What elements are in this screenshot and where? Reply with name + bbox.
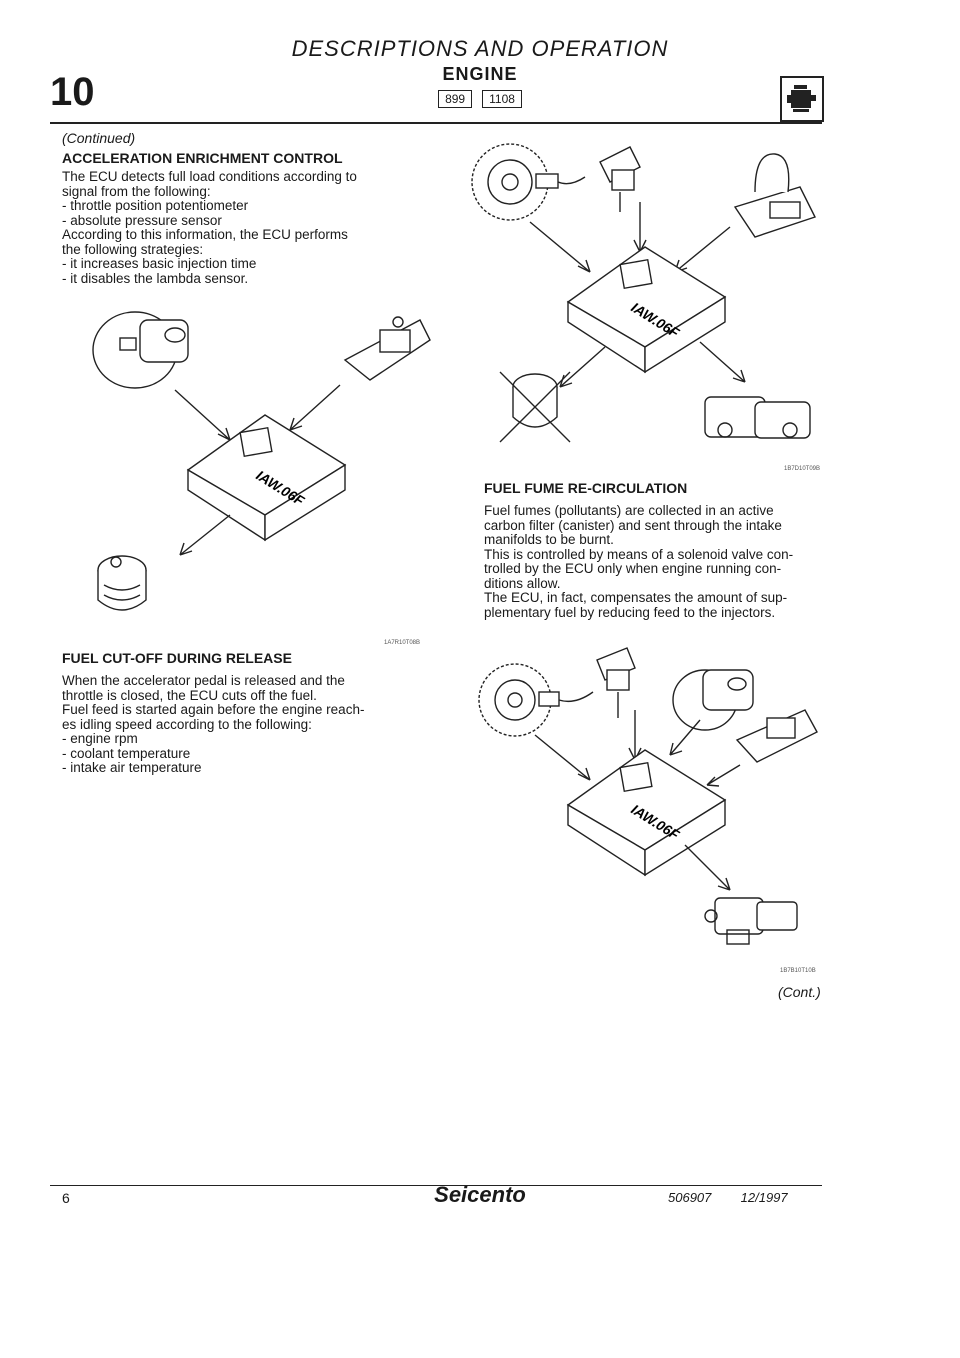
ecu-icon: IAW.06F	[186, 414, 347, 542]
acceleration-text: The ECU detects full load conditions acc…	[62, 169, 357, 286]
doc-date: 12/1997	[740, 1190, 788, 1205]
arrow-icon	[669, 719, 701, 756]
arrow-icon	[628, 710, 642, 761]
text-line: - absolute pressure sensor	[62, 212, 222, 228]
figure-code: 1A7R10T08B	[384, 640, 421, 646]
text-line: carbon filter (canister) and sent throug…	[484, 517, 782, 533]
continued-label: (Continued)	[62, 130, 136, 146]
figure-code: 1B7D10T09B	[784, 466, 821, 472]
arrow-icon	[633, 202, 647, 253]
engine-code-badges: 899 1108	[0, 90, 960, 108]
arrow-icon	[684, 844, 731, 891]
text-line: When the accelerator pedal is released a…	[62, 673, 345, 688]
text-line: - it increases basic injection time	[62, 256, 257, 271]
acceleration-diagram: IAW.06F	[92, 311, 431, 611]
text-line: Fuel feed is started again before the en…	[62, 702, 365, 717]
coolant-sensor-icon	[599, 146, 641, 212]
arrow-icon	[706, 764, 741, 787]
doc-number: 506907 12/1997	[668, 1190, 788, 1205]
fuel-fume-text: Fuel fumes (pollutants) are collected in…	[484, 503, 794, 620]
pressure-sensor-icon	[735, 709, 818, 763]
text-line: ditions allow.	[484, 575, 561, 591]
fuel-cutoff-heading: FUEL CUT-OFF DURING RELEASE	[62, 650, 292, 666]
arrow-icon	[699, 341, 746, 383]
canister-solenoid-icon	[704, 897, 798, 945]
section-number: 10	[50, 70, 95, 114]
fuel-fume-diagram: IAW.06F	[478, 647, 818, 945]
text-line: - coolant temperature	[62, 745, 191, 761]
throttle-potentiometer-icon	[92, 311, 189, 389]
text-line: The ECU detects full load conditions acc…	[62, 169, 357, 184]
text-line: - it disables the lambda sensor.	[62, 270, 249, 286]
text-line: This is controlled by means of a solenoi…	[484, 546, 794, 562]
brand-logo: Seicento	[434, 1182, 526, 1207]
arrow-icon	[534, 734, 591, 781]
arrow-icon	[674, 226, 731, 273]
text-line: plementary fuel by reducing feed to the …	[484, 604, 776, 620]
pressure-sensor-icon	[343, 316, 431, 381]
header-title: DESCRIPTIONS AND OPERATION	[291, 36, 669, 61]
throttle-potentiometer-icon	[672, 669, 754, 731]
doc-number-value: 506907	[668, 1190, 712, 1205]
arrow-icon	[529, 221, 591, 273]
fuel-cutoff-diagram: IAW.06F	[471, 143, 816, 443]
engine-badge-899: 899	[438, 90, 473, 108]
text-line: trolled by the ECU only when engine runn…	[484, 561, 782, 576]
air-temperature-sensor-icon	[733, 153, 816, 238]
text-line: signal from the following:	[62, 183, 211, 199]
page-number: 6	[62, 1190, 70, 1206]
injector-icon	[499, 371, 571, 443]
figure-code: 1B7B10T10B	[780, 968, 816, 974]
injector-icon	[97, 555, 147, 611]
engine-badge-1108: 1108	[482, 90, 522, 108]
flywheel-sensor-icon	[471, 143, 586, 221]
fuel-fume-heading: FUEL FUME RE-CIRCULATION	[484, 480, 688, 496]
arrow-icon	[289, 384, 341, 431]
text-line: - throttle position potentiometer	[62, 198, 249, 213]
text-line: According to this information, the ECU p…	[62, 227, 348, 242]
text-line: throttle is closed, the ECU cuts off the…	[62, 687, 317, 703]
text-line: Fuel fumes (pollutants) are collected in…	[484, 503, 774, 518]
idle-actuator-icon	[704, 396, 811, 439]
fuel-cutoff-text: When the accelerator pedal is released a…	[62, 673, 365, 776]
cont-label: (Cont.)	[778, 984, 821, 1000]
ecu-icon: IAW.06F	[566, 246, 727, 374]
text-line: - engine rpm	[62, 731, 138, 746]
arrow-icon	[179, 514, 231, 556]
footer-rule	[50, 1185, 822, 1186]
arrow-icon	[559, 346, 606, 388]
text-line: The ECU, in fact, compensates the amount…	[484, 590, 788, 605]
ecu-icon: IAW.06F	[566, 749, 727, 877]
coolant-sensor-icon	[596, 647, 636, 718]
text-line: manifolds to be burnt.	[484, 532, 614, 547]
header-subtitle: ENGINE	[442, 64, 518, 84]
engine-icon	[780, 76, 824, 122]
acceleration-heading: ACCELERATION ENRICHMENT CONTROL	[62, 150, 343, 166]
text-line: - intake air temperature	[62, 760, 202, 775]
arrow-icon	[174, 389, 231, 441]
header-rule	[50, 122, 822, 124]
text-line: the following strategies:	[62, 241, 204, 257]
text-line: es idling speed according to the followi…	[62, 716, 312, 732]
flywheel-sensor-icon	[478, 663, 594, 737]
